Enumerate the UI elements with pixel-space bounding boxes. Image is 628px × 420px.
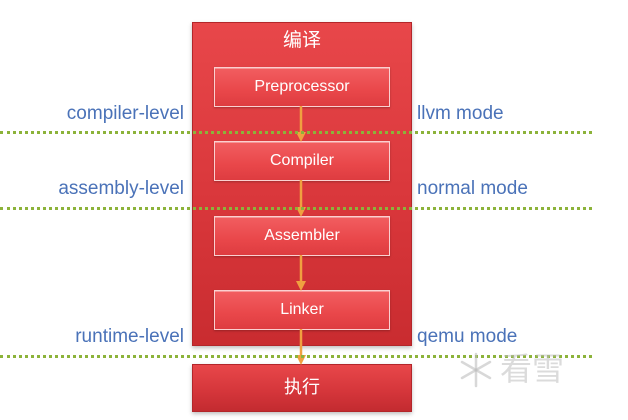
compile-title: 编译 (282, 29, 321, 51)
label-compiler-level: compiler-level (66, 103, 184, 124)
label-assembly-level: assembly-level (58, 178, 184, 199)
level-line-compiler (0, 131, 592, 134)
label-normal-mode: normal mode (417, 178, 528, 199)
label-qemu-mode: qemu mode (417, 326, 518, 347)
watermark-text: 看雪 (500, 350, 565, 388)
step-linker: Linker (214, 290, 390, 330)
level-line-runtime (0, 355, 592, 358)
label-runtime-level: runtime-level (75, 326, 184, 347)
level-line-assembly (0, 207, 592, 210)
label-llvm-mode: llvm mode (417, 103, 504, 124)
step-compiler: Compiler (214, 141, 390, 181)
snowflake-icon (460, 352, 492, 388)
exec-box: 执行 (192, 364, 412, 412)
